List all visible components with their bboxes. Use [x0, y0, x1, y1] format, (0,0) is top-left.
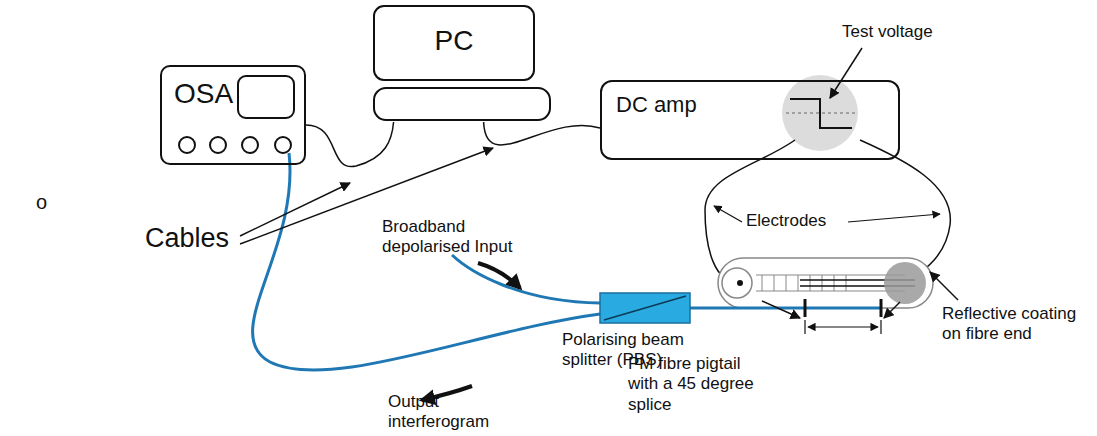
pm-fibre-label: PM fibre pigtail with a 45 degree splice [628, 354, 768, 415]
pm-fibre [690, 307, 881, 310]
leader-arrow [848, 214, 940, 222]
osa-knob [275, 137, 291, 153]
mount-groove [756, 291, 905, 292]
cable [306, 122, 394, 167]
osa-knob [210, 137, 226, 153]
reflective-coating-region [884, 262, 926, 304]
dimension-arrow [808, 326, 878, 327]
flow-arrow [478, 263, 520, 288]
cable [484, 122, 600, 145]
node-label: PC [374, 24, 534, 58]
test-voltage-label: Test voltage [842, 22, 972, 42]
output-fibre [253, 153, 600, 370]
mount-tick [846, 275, 847, 291]
electrodes-label: Electrodes [746, 211, 846, 231]
output-label: Output interferogram [388, 392, 508, 433]
mount-tick [762, 275, 763, 291]
osa-knob [179, 137, 195, 153]
input-label: Broadband depolarised Input [382, 217, 532, 258]
leader-arrow [930, 272, 958, 300]
stray-mark: o [36, 190, 66, 214]
beam-splitter-diagonal [604, 296, 686, 320]
mount-groove [756, 275, 905, 276]
pc-outline [372, 4, 552, 122]
fibre-end-mark [880, 299, 883, 317]
input-fibre [452, 255, 600, 303]
mount-tick [810, 275, 811, 291]
dimension-tick [880, 320, 881, 334]
leader-arrow [240, 183, 350, 236]
node-label: DC amp [616, 92, 697, 118]
electrode-dot [737, 280, 743, 286]
dc-amp-box: DC amp [600, 80, 900, 160]
mount-tick [774, 275, 775, 291]
fibre-mount [718, 258, 933, 308]
square-wave [790, 99, 852, 128]
mount-tick [834, 275, 835, 291]
osa-knob [242, 137, 258, 153]
leader-arrow [714, 206, 742, 222]
beam-splitter [600, 293, 690, 323]
pc-computer: PC [372, 4, 552, 122]
keyboard-base [374, 88, 550, 120]
mount-tick [786, 275, 787, 291]
cables-label: Cables [145, 222, 255, 254]
mount-hole [722, 268, 752, 298]
mount-ticks [762, 275, 846, 291]
dimension-tick [804, 320, 805, 334]
mount-tick [798, 275, 799, 291]
node-label: OSA [174, 77, 233, 111]
osa-box: OSA [160, 65, 306, 165]
leader-arrow [762, 301, 800, 318]
splice-mark [804, 299, 807, 317]
leader-arrow [884, 302, 900, 318]
osa-screen [238, 76, 294, 118]
leader-arrow [830, 48, 862, 98]
monitor [374, 6, 534, 80]
test-voltage-inset [782, 75, 858, 151]
mount-tick [822, 275, 823, 291]
reflective-coating-label: Reflective coating on fibre end [942, 304, 1094, 345]
